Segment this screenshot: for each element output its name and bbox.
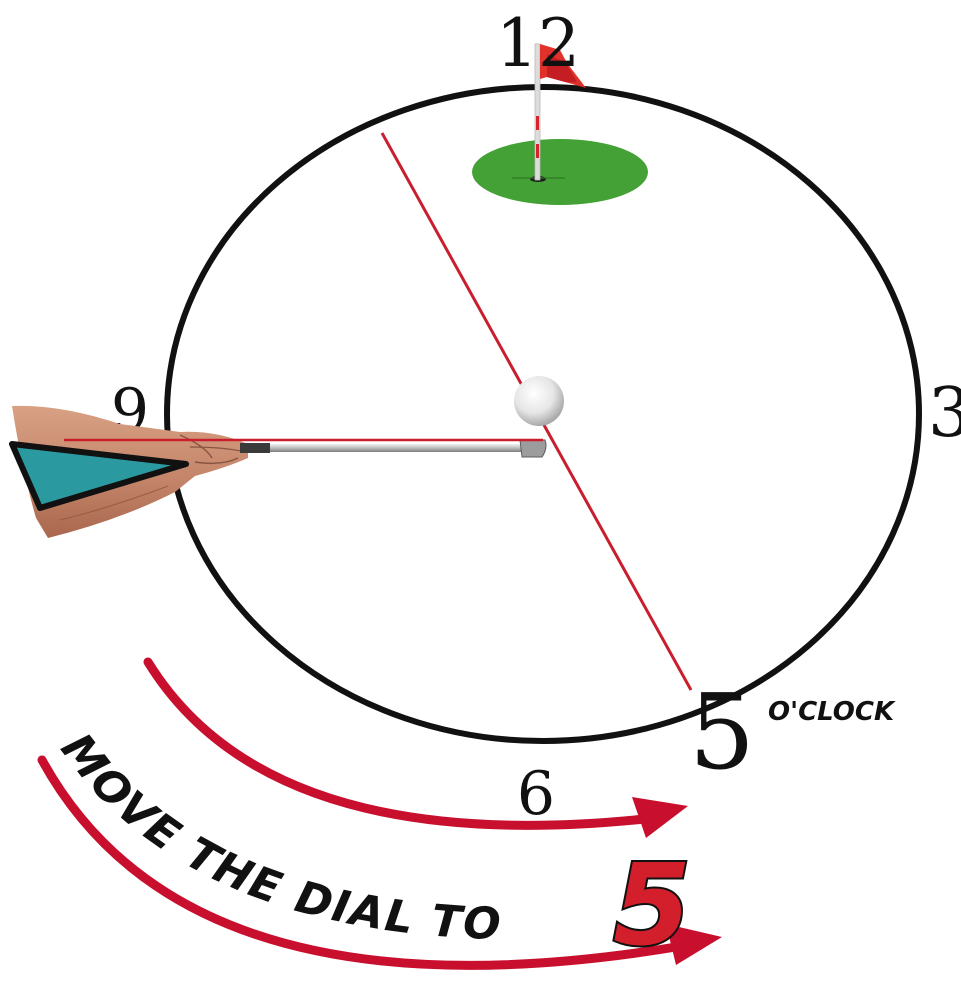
caption-text-path: MOVE THE DIAL TO	[51, 724, 504, 950]
inner-curved-arrow	[148, 662, 654, 825]
clock-number-3: 3	[928, 374, 961, 453]
big-five-number: 5	[613, 841, 691, 971]
golf-ball-icon	[514, 376, 564, 426]
putting-green-icon	[472, 139, 648, 205]
caption-text: MOVE THE DIAL TO	[51, 724, 504, 950]
clock-number-5: 5	[689, 671, 755, 793]
clock-number-12: 12	[496, 5, 580, 82]
oclock-label: O'CLOCK	[768, 697, 896, 727]
golf-club-icon	[240, 440, 546, 457]
clock-number-6: 6	[517, 759, 555, 829]
